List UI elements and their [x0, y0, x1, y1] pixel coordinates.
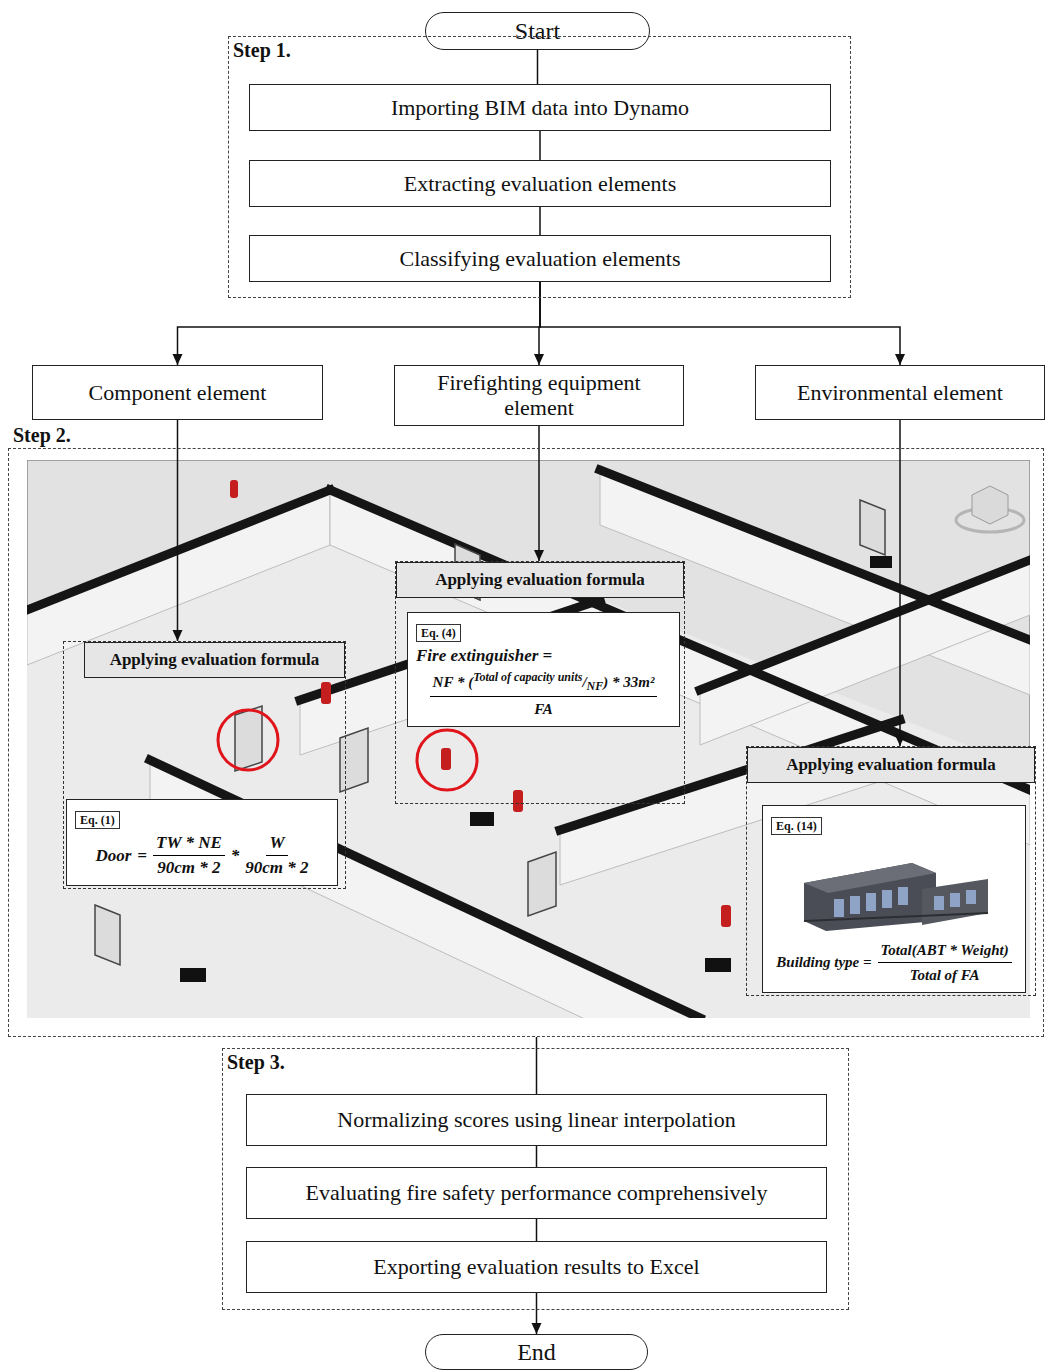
connector	[536, 1219, 537, 1241]
step-group: Step 3. Normalizing scores using linear i…	[222, 1048, 849, 1310]
step-heading: Step 2.	[13, 424, 71, 446]
box-label: Firefighting equipment element	[405, 370, 673, 421]
connector-line	[539, 131, 541, 160]
connector-line	[899, 420, 901, 746]
arrow-head	[534, 550, 544, 561]
connector	[173, 420, 183, 641]
arrow-head	[895, 735, 905, 746]
connector	[540, 131, 541, 160]
formula-panel: Applying evaluation formulaEq. (1) Door = T…	[63, 641, 346, 889]
equation-sign: *	[231, 846, 240, 866]
connector-line	[178, 282, 541, 365]
connector-line	[177, 420, 179, 641]
building-model-image	[794, 841, 994, 936]
arrow-head	[173, 630, 183, 641]
formula-panel: Applying evaluation formulaEq. (14) Buil…	[746, 746, 1036, 996]
numerator: Total(ABT * Weight)	[881, 942, 1009, 958]
fire-extinguishers	[230, 480, 731, 927]
process-box: Exporting evaluation results to Excel	[246, 1241, 827, 1293]
equation-box: Eq. (1) Door = TW * NE 90cm * 2 * W 90cm * 2	[66, 799, 338, 886]
box-label: Start	[515, 18, 560, 44]
connector	[534, 282, 544, 365]
formula-header: Applying evaluation formula	[396, 562, 684, 598]
connector-line	[537, 50, 539, 84]
box-label: Extracting evaluation elements	[404, 171, 676, 196]
process-box: Environmental element	[755, 365, 1045, 420]
view-cube	[956, 486, 1024, 532]
denominator: 90cm * 2	[157, 858, 220, 877]
equation-box: Eq. (14) Building type = Total(ABT * Weig…	[762, 805, 1026, 993]
box-label: Exporting evaluation results to Excel	[373, 1254, 699, 1279]
numerator: /	[582, 674, 586, 690]
connector	[536, 1146, 537, 1167]
step-heading: Step 1.	[233, 39, 291, 61]
equation-tag: Eq. (1)	[75, 811, 120, 829]
box-label: Environmental element	[797, 380, 1003, 405]
box-label: Importing BIM data into Dynamo	[391, 95, 689, 120]
numerator: Total of capacity units	[473, 670, 582, 684]
connector-line	[539, 207, 541, 235]
numerator: NF	[587, 679, 604, 693]
process-box: Component element	[32, 365, 323, 420]
step-group: Step 1. Importing BIM data into DynamoExt…	[228, 36, 851, 298]
connector	[537, 50, 538, 84]
arrow-head	[532, 1323, 542, 1334]
equation-box: Eq. (4) Fire extinguisher = NF * (Total of…	[407, 612, 680, 727]
denominator: 90cm * 2	[245, 858, 308, 877]
process-box: Firefighting equipment element	[394, 365, 684, 426]
numerator: ) * 33m²	[603, 674, 654, 690]
connector	[895, 420, 905, 746]
process-box: Evaluating fire safety performance compr…	[246, 1167, 827, 1219]
equation-term: Building type =	[776, 954, 871, 971]
connector	[536, 1037, 537, 1094]
step-heading: Step 3.	[227, 1051, 285, 1073]
numerator: NF * (	[433, 674, 474, 690]
connector-line	[538, 426, 540, 561]
box-label: Evaluating fire safety performance compr…	[306, 1180, 768, 1205]
process-box: Extracting evaluation elements	[249, 160, 831, 207]
terminal-pill: Start	[425, 12, 650, 50]
connector-line	[536, 1146, 538, 1167]
equation-tag: Eq. (4)	[416, 624, 461, 642]
connector	[534, 426, 544, 561]
box-label: Classifying evaluation elements	[399, 246, 680, 271]
formula-panel: Applying evaluation formulaEq. (4) Fire e…	[395, 561, 685, 804]
numerator: W	[269, 833, 284, 852]
connector-line	[540, 282, 900, 365]
equation-term: Door	[95, 846, 131, 866]
formula-header: Applying evaluation formula	[747, 747, 1035, 783]
arrow-head	[534, 354, 544, 365]
connector-line	[536, 1037, 538, 1094]
formula-header: Applying evaluation formula	[84, 642, 345, 678]
process-box: Classifying evaluation elements	[249, 235, 831, 282]
box-label: End	[517, 1339, 556, 1365]
step-group: Step 2.Applying evaluation formulaEq. (1…	[8, 448, 1044, 1037]
connector	[540, 207, 541, 235]
process-box: Normalizing scores using linear interpol…	[246, 1094, 827, 1146]
equation-tag: Eq. (14)	[771, 817, 822, 835]
connector	[532, 1293, 542, 1334]
arrow-head	[173, 354, 183, 365]
arrow-head	[895, 354, 905, 365]
equation-term: Fire extinguisher =	[416, 646, 552, 665]
connector-line	[536, 1219, 538, 1241]
denominator: FA	[534, 701, 553, 717]
terminal-pill: End	[425, 1334, 648, 1370]
box-label: Normalizing scores using linear interpol…	[337, 1107, 735, 1132]
denominator: Total of FA	[910, 967, 980, 983]
box-label: Component element	[89, 380, 267, 405]
numerator: TW * NE	[156, 833, 222, 852]
process-box: Importing BIM data into Dynamo	[249, 84, 831, 131]
equation-sign: =	[137, 846, 147, 866]
